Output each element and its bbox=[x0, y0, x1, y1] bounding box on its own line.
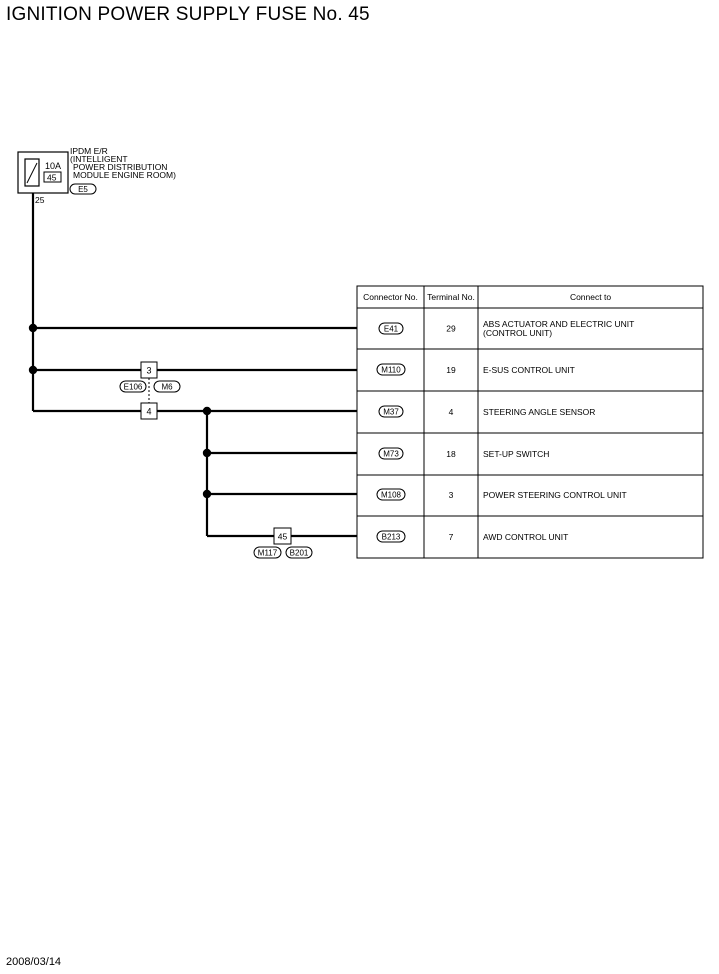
svg-text:M6: M6 bbox=[161, 383, 173, 392]
table-row: M73 18 SET-UP SWITCH bbox=[378, 447, 549, 460]
footer-date: 2008/03/14 bbox=[6, 956, 62, 968]
fuse-number-box bbox=[43, 171, 62, 183]
joint-connector-45: 45 bbox=[273, 527, 292, 545]
row-terminal: 7 bbox=[449, 532, 454, 542]
table-header-terminal: Terminal No. bbox=[427, 292, 475, 302]
row-connector: M110 bbox=[381, 366, 401, 375]
row-terminal: 29 bbox=[446, 324, 456, 334]
connector-table: Connector No. Terminal No. Connect to E4… bbox=[356, 285, 704, 559]
row-connect-to: SET-UP SWITCH bbox=[483, 449, 549, 459]
joint-connector-3: 3 bbox=[140, 361, 158, 379]
row-connector: M37 bbox=[383, 408, 399, 417]
joint-connector-4: 4 bbox=[140, 402, 158, 420]
svg-text:E5: E5 bbox=[78, 185, 88, 194]
row-connector: B213 bbox=[382, 533, 401, 542]
row-terminal: 4 bbox=[449, 407, 454, 417]
row-connector: E41 bbox=[384, 325, 399, 334]
ipdm-label-2: (INTELLIGENT bbox=[70, 154, 128, 164]
row-terminal: 3 bbox=[449, 490, 454, 500]
junction-dots bbox=[28, 323, 212, 499]
ipdm-label-4: MODULE ENGINE ROOM) bbox=[73, 170, 176, 180]
junction-dot bbox=[202, 448, 212, 458]
ipdm-label-1: IPDM E/R bbox=[70, 146, 108, 156]
svg-text:3: 3 bbox=[146, 366, 151, 376]
table-row: B213 7 AWD CONTROL UNIT bbox=[376, 530, 568, 543]
junction-dot bbox=[202, 406, 212, 416]
table-row: E41 29 ABS ACTUATOR AND ELECTRIC UNIT (C… bbox=[378, 319, 634, 338]
row-connect-to: ABS ACTUATOR AND ELECTRIC UNIT bbox=[483, 319, 634, 329]
junction-dot bbox=[28, 323, 38, 333]
ipdm-terminal: 25 bbox=[35, 195, 45, 205]
fuse-number: 45 bbox=[47, 173, 57, 183]
table-header-connect-to: Connect to bbox=[570, 292, 611, 302]
fuse-rating: 10A bbox=[45, 161, 61, 171]
svg-text:B201: B201 bbox=[290, 549, 309, 558]
connector-badge-e106: E106 bbox=[119, 380, 147, 393]
row-connect-to: STEERING ANGLE SENSOR bbox=[483, 407, 595, 417]
wire-harness bbox=[31, 193, 357, 538]
svg-text:E106: E106 bbox=[124, 383, 143, 392]
ipdm-module: 10A 45 bbox=[17, 151, 69, 194]
svg-text:M117: M117 bbox=[258, 549, 278, 558]
page-title: IGNITION POWER SUPPLY FUSE No. 45 bbox=[6, 4, 370, 25]
connector-badge-m117: M117 bbox=[253, 546, 282, 559]
row-terminal: 18 bbox=[446, 449, 456, 459]
row-connect-to: E-SUS CONTROL UNIT bbox=[483, 365, 575, 375]
ipdm-label-3: POWER DISTRIBUTION bbox=[73, 162, 167, 172]
row-connect-to: AWD CONTROL UNIT bbox=[483, 532, 568, 542]
connector-badge-m6: M6 bbox=[153, 380, 181, 393]
connector-badge-e5: E5 bbox=[69, 183, 97, 195]
table-row: M110 19 E-SUS CONTROL UNIT bbox=[376, 363, 575, 376]
row-connector: M73 bbox=[383, 450, 399, 459]
row-connect-to-2: (CONTROL UNIT) bbox=[483, 328, 552, 338]
table-header-connector: Connector No. bbox=[363, 292, 418, 302]
connector-badge-b201: B201 bbox=[285, 546, 313, 559]
svg-text:4: 4 bbox=[146, 407, 151, 417]
table-row: M37 4 STEERING ANGLE SENSOR bbox=[378, 405, 595, 418]
row-terminal: 19 bbox=[446, 365, 456, 375]
table-row: M108 3 POWER STEERING CONTROL UNIT bbox=[376, 488, 627, 501]
row-connector: M108 bbox=[381, 491, 402, 500]
svg-text:45: 45 bbox=[278, 532, 288, 542]
junction-dot bbox=[202, 489, 212, 499]
junction-dot bbox=[28, 365, 38, 375]
row-connect-to: POWER STEERING CONTROL UNIT bbox=[483, 490, 627, 500]
